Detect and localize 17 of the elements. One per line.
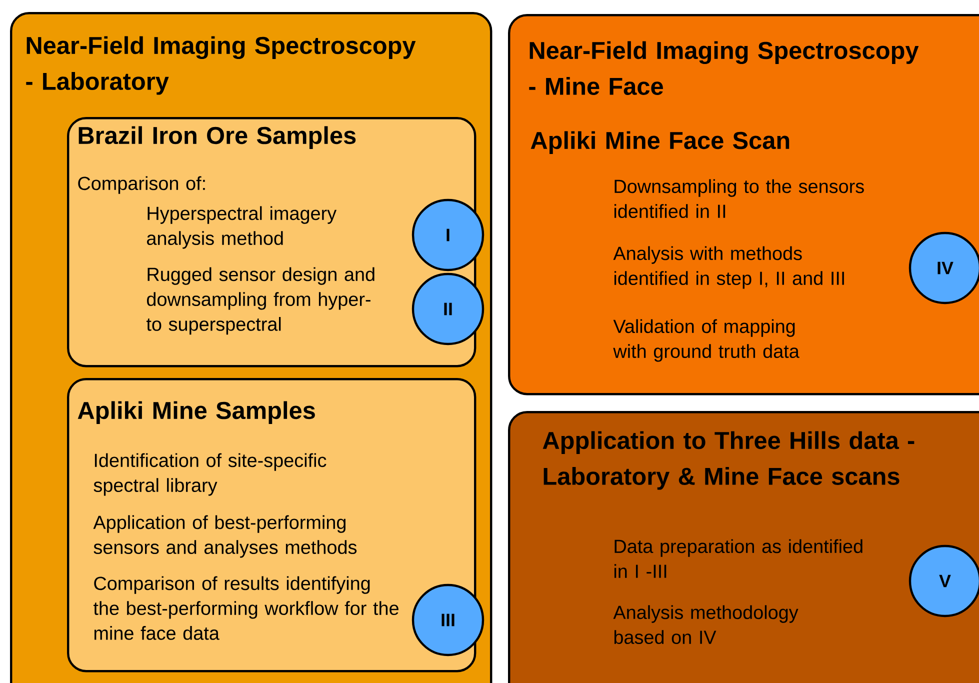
panel-title: Near-Field Imaging Spectroscopy - Mine Face [529,41,919,95]
body-text: Analysis methodology based on IV [613,605,798,644]
body-text: Comparison of: [78,176,205,194]
body-text: Rugged sensor design and downsampling from hyper- to superspectral [146,267,374,335]
section-heading: Apliki Mine Samples [78,401,315,424]
body-text: Data preparation as identified in I -III [614,539,862,578]
panel-title: Near-Field Imaging Spectroscopy - Laboratory [26,36,416,95]
body-text: Downsampling to the sensors identified in II [614,179,864,218]
body-text: Validation of mapping with ground truth data [613,319,800,362]
body-text: Comparison of results identifying the best-performing workflow for the mine face data [94,576,398,640]
section-heading: Apliki Mine Face Scan [530,131,790,154]
section-heading: Brazil Iron Ore Samples [78,126,356,149]
body-text: Application of best-performing sensors and analyses methods [93,515,357,558]
panel-title: Application to Three Hills data - Laboratory & Mine Face scans [542,431,914,490]
body-text: Hyperspectral imagery analysis method [147,206,337,249]
body-text: Identification of site-specific spectral library [94,453,326,496]
body-text: Analysis with methods identified in step I, II and III [613,246,844,289]
